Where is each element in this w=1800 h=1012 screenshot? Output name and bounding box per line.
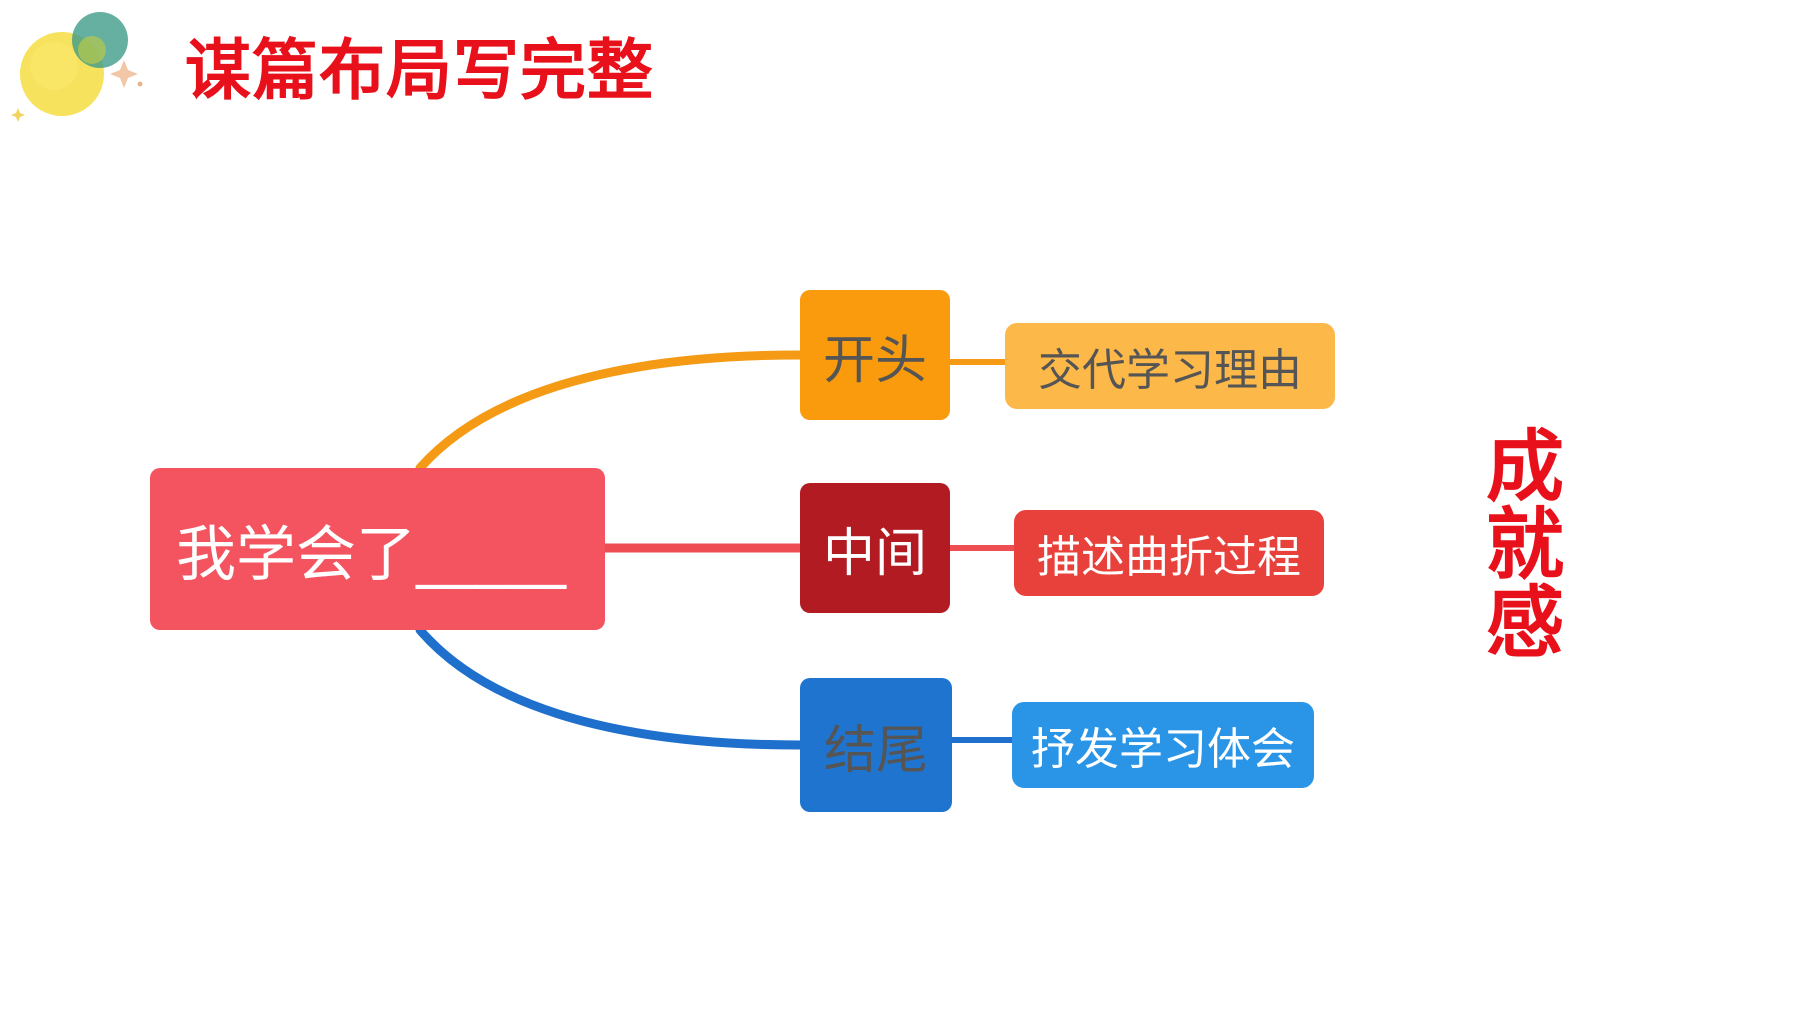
detail-node-ending: 抒发学习体会 <box>1012 702 1314 788</box>
slide-title: 谋篇布局写完整 <box>185 32 654 109</box>
branch-node-label: 开头 <box>822 330 927 391</box>
branch-node-opening: 开头 <box>800 290 950 420</box>
branch-node-ending: 结尾 <box>800 678 952 812</box>
branch-node-label: 结尾 <box>823 720 928 781</box>
detail-node-label: 描述曲折过程 <box>1037 532 1301 583</box>
branch-node-middle: 中间 <box>800 483 950 613</box>
detail-node-label: 抒发学习体会 <box>1031 724 1295 775</box>
watercolor-circles-icon <box>11 12 143 122</box>
detail-node-opening: 交代学习理由 <box>1005 323 1335 409</box>
detail-node-label: 交代学习理由 <box>1038 345 1302 396</box>
mindmap-root-node: 我学会了_____ <box>150 468 605 630</box>
branch-node-label: 中间 <box>822 523 927 584</box>
connector-root-ending <box>415 625 805 750</box>
detail-node-middle: 描述曲折过程 <box>1014 510 1324 596</box>
root-node-label: 我学会了_____ <box>176 519 566 590</box>
connector-root-opening <box>415 350 805 473</box>
side-label: 成就感 <box>1473 425 1563 659</box>
